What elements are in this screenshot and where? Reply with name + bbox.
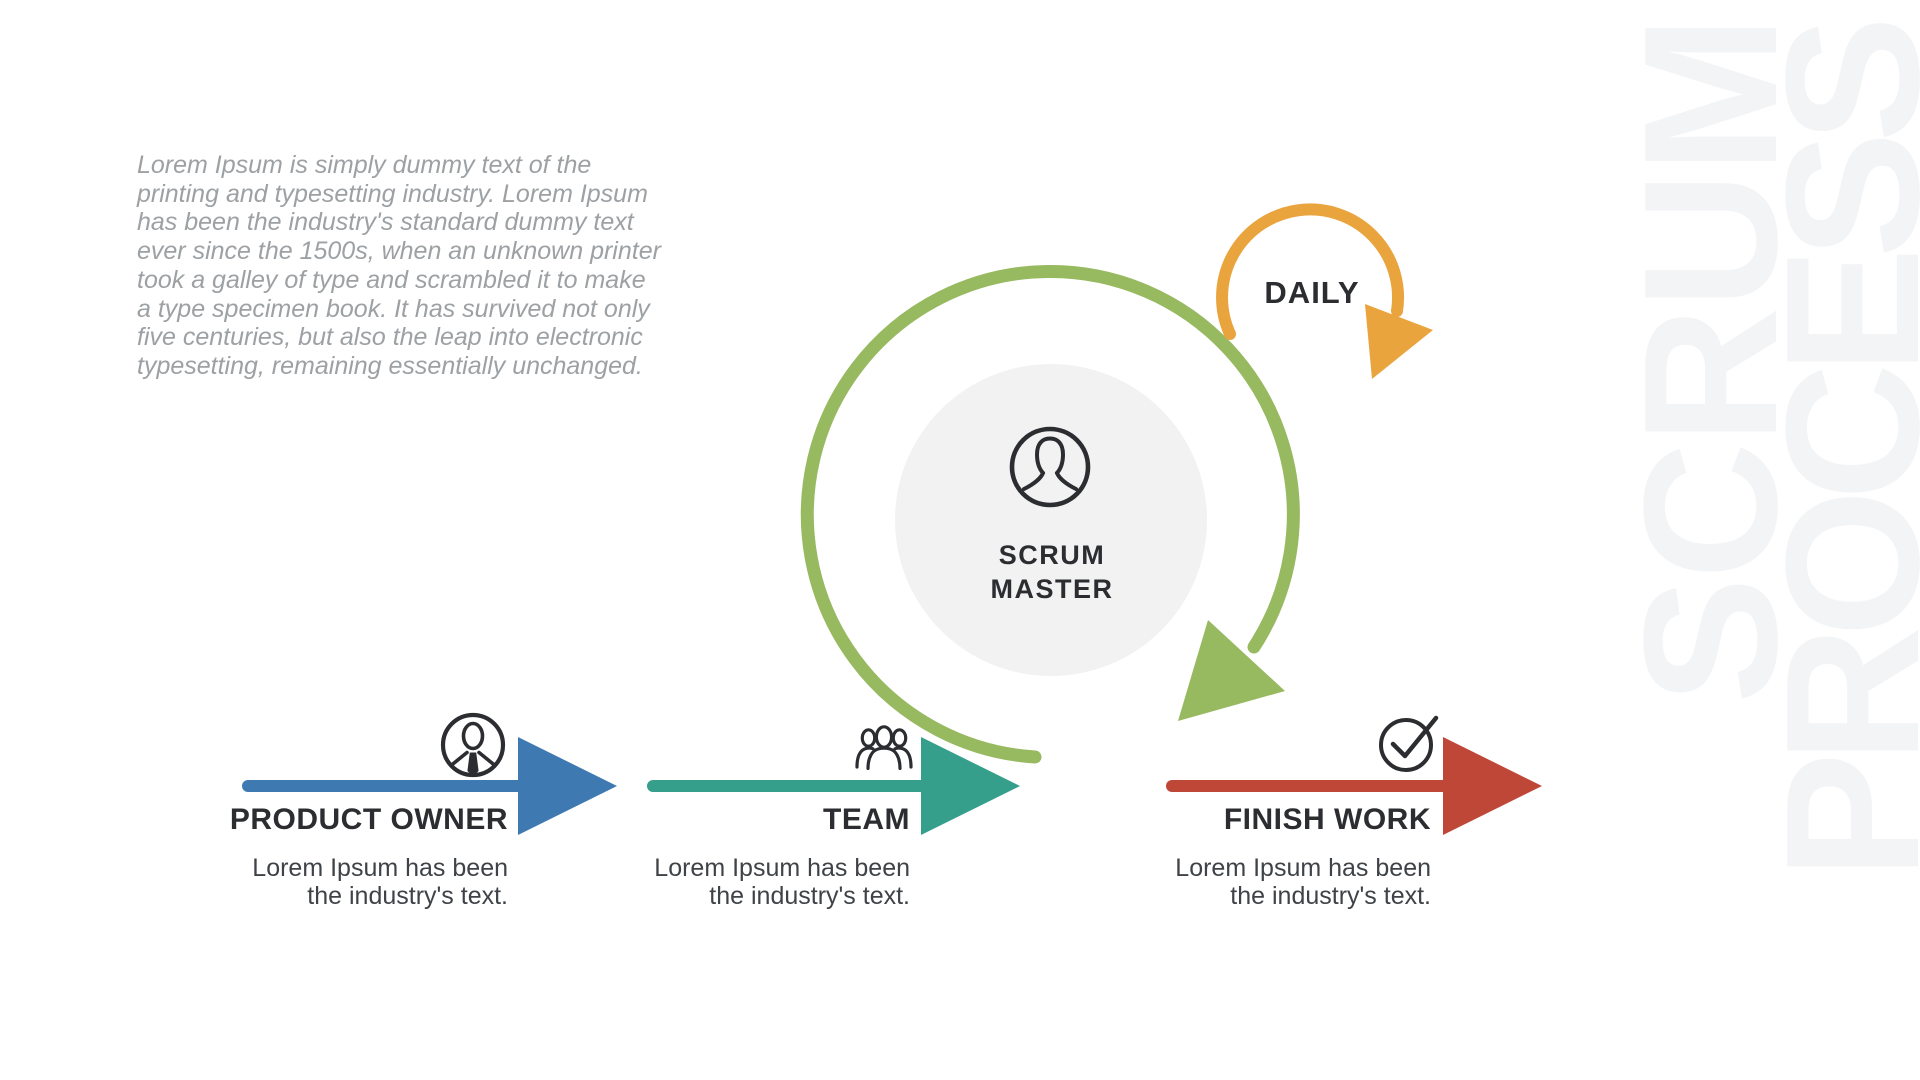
intro-line: five centuries, but also the leap into e… [137, 323, 643, 352]
intro-line: took a galley of type and scrambled it t… [137, 265, 646, 294]
step-title: TEAM [823, 803, 910, 836]
scrum-master-label: SCRUM MASTER [950, 539, 1154, 606]
step-description: Lorem Ipsum has been the industry's text… [1131, 854, 1431, 910]
team-arrow-head [921, 737, 1020, 835]
team-arrow [647, 737, 1020, 835]
intro-line: has been the industry's standard dummy t… [137, 208, 634, 237]
intro-line: ever since the 1500s, when an unknown pr… [137, 237, 661, 266]
step-product-owner: PRODUCT OWNER Lorem Ipsum has been the i… [208, 803, 508, 911]
businessman-icon [440, 712, 506, 778]
step-description-line: Lorem Ipsum has been [654, 854, 910, 882]
step-description: Lorem Ipsum has been the industry's text… [208, 854, 508, 910]
check-circle-icon [1379, 715, 1439, 772]
sprint-cycle-arrow [800, 265, 1300, 764]
step-description-line: Lorem Ipsum has been [252, 854, 508, 882]
step-title: PRODUCT OWNER [229, 803, 508, 836]
scrum-master-person-icon [1009, 426, 1091, 508]
daily-label: DAILY [1264, 275, 1360, 310]
step-description-line: the industry's text. [709, 882, 910, 910]
step-description-line: the industry's text. [1230, 882, 1431, 910]
finish-work-arrow-head [1443, 737, 1542, 835]
daily-loop-arc [1216, 203, 1405, 340]
team-icon [855, 725, 913, 770]
step-finish-work: FINISH WORK Lorem Ipsum has been the ind… [1131, 803, 1431, 911]
step-description-line: the industry's text. [307, 882, 508, 910]
product-owner-arrow-head [518, 737, 617, 835]
intro-line: Lorem Ipsum is simply dummy text of the [137, 151, 592, 179]
daily-loop-arrow-head [1365, 304, 1433, 379]
intro-line: typesetting, remaining essentially uncha… [137, 351, 643, 380]
step-description-line: Lorem Ipsum has been [1175, 854, 1431, 882]
step-team: TEAM Lorem Ipsum has been the industry's… [610, 803, 910, 911]
scrum-master-label-line1: SCRUM [998, 540, 1106, 570]
sprint-cycle-arrow-head [1178, 620, 1285, 721]
intro-paragraph: Lorem Ipsum is simply dummy text of the … [137, 151, 661, 381]
product-owner-arrow [242, 737, 617, 835]
daily-loop-arrow [1216, 203, 1433, 379]
intro-line: printing and typesetting industry. Lorem… [137, 179, 648, 208]
finish-work-arrow [1166, 737, 1542, 835]
sprint-cycle-arc [800, 265, 1300, 764]
step-description: Lorem Ipsum has been the industry's text… [610, 854, 910, 910]
scrum-master-circle [895, 364, 1207, 676]
scrum-master-label-line2: MASTER [990, 573, 1114, 604]
intro-line: a type specimen book. It has survived no… [137, 294, 650, 323]
step-title: FINISH WORK [1223, 803, 1431, 836]
